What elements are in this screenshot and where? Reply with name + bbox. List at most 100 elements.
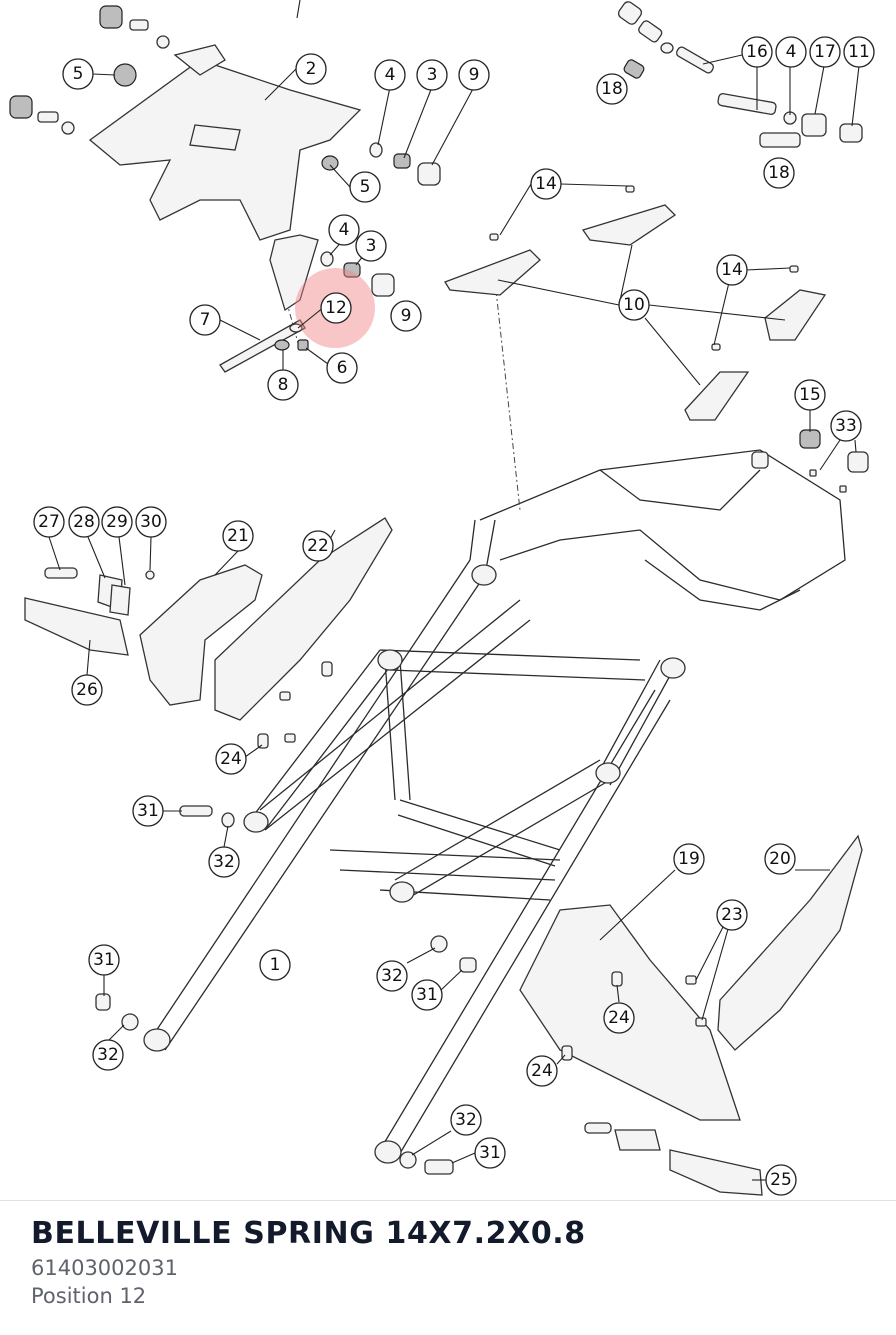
svg-text:33: 33 — [835, 416, 857, 436]
callout-1[interactable]: 1 — [259, 949, 291, 981]
callout-32[interactable]: 32 — [376, 960, 408, 992]
callout-3[interactable]: 3 — [416, 59, 448, 91]
callout-12-highlighted[interactable]: 12 — [320, 292, 352, 324]
svg-text:3: 3 — [366, 236, 377, 256]
callout-32[interactable]: 32 — [450, 1104, 482, 1136]
svg-text:31: 31 — [137, 801, 159, 821]
svg-text:9: 9 — [401, 306, 412, 326]
callout-9[interactable]: 9 — [390, 300, 422, 332]
callout-8[interactable]: 8 — [267, 369, 299, 401]
callout-4[interactable]: 4 — [775, 36, 807, 68]
callout-32[interactable]: 32 — [92, 1039, 124, 1071]
callout-6[interactable]: 6 — [326, 352, 358, 384]
svg-text:16: 16 — [746, 42, 768, 62]
svg-text:31: 31 — [479, 1143, 501, 1163]
svg-text:24: 24 — [220, 749, 242, 769]
svg-text:4: 4 — [339, 220, 350, 240]
callout-3[interactable]: 3 — [355, 230, 387, 262]
divider — [0, 1200, 896, 1201]
svg-text:8: 8 — [278, 375, 289, 395]
svg-text:19: 19 — [678, 849, 700, 869]
part-number: 61403002031 — [31, 1256, 178, 1280]
callout-22[interactable]: 22 — [302, 530, 334, 562]
callout-5[interactable]: 5 — [349, 171, 381, 203]
callout-9[interactable]: 9 — [458, 59, 490, 91]
svg-text:31: 31 — [93, 950, 115, 970]
callout-4[interactable]: 4 — [328, 214, 360, 246]
callout-31[interactable]: 31 — [411, 979, 443, 1011]
svg-text:24: 24 — [608, 1008, 630, 1028]
callout-11[interactable]: 11 — [843, 36, 875, 68]
svg-text:25: 25 — [770, 1170, 792, 1190]
callout-23[interactable]: 23 — [716, 899, 748, 931]
callout-32[interactable]: 32 — [208, 846, 240, 878]
lever-assembly — [219, 234, 319, 373]
svg-text:23: 23 — [721, 905, 743, 925]
callout-16[interactable]: 16 — [741, 36, 773, 68]
callout-21[interactable]: 21 — [222, 520, 254, 552]
upper-bracket — [88, 44, 362, 241]
callout-31[interactable]: 31 — [474, 1137, 506, 1169]
right-footrest-group — [95, 834, 863, 1196]
svg-text:5: 5 — [73, 64, 84, 84]
callout-4[interactable]: 4 — [374, 59, 406, 91]
callout-29[interactable]: 29 — [101, 506, 133, 538]
callout-24[interactable]: 24 — [603, 1002, 635, 1034]
hardware-top-left — [9, 5, 170, 135]
part-position: Position 12 — [31, 1284, 147, 1308]
svg-text:9: 9 — [469, 65, 480, 85]
svg-text:15: 15 — [799, 385, 821, 405]
callout-33[interactable]: 33 — [830, 410, 862, 442]
hardware-right-upper — [320, 142, 441, 297]
svg-text:22: 22 — [307, 536, 329, 556]
svg-text:24: 24 — [531, 1061, 553, 1081]
callout-24[interactable]: 24 — [526, 1055, 558, 1087]
hardware-15-33 — [751, 429, 869, 493]
svg-text:29: 29 — [106, 512, 128, 532]
svg-text:28: 28 — [73, 512, 95, 532]
callout-14[interactable]: 14 — [716, 254, 748, 286]
svg-text:7: 7 — [200, 310, 211, 330]
callout-27[interactable]: 27 — [33, 506, 65, 538]
svg-text:14: 14 — [535, 174, 557, 194]
svg-text:30: 30 — [140, 512, 162, 532]
svg-text:32: 32 — [455, 1110, 477, 1130]
svg-text:4: 4 — [786, 42, 797, 62]
svg-text:31: 31 — [416, 985, 438, 1005]
svg-text:26: 26 — [76, 680, 98, 700]
callout-17[interactable]: 17 — [809, 36, 841, 68]
callout-10[interactable]: 10 — [618, 289, 650, 321]
svg-text:3: 3 — [427, 65, 438, 85]
callout-30[interactable]: 30 — [135, 506, 167, 538]
leader-lines — [48, 0, 860, 1181]
callout-19[interactable]: 19 — [673, 843, 705, 875]
svg-text:32: 32 — [381, 966, 403, 986]
callout-5[interactable]: 5 — [62, 58, 94, 90]
svg-text:20: 20 — [769, 849, 791, 869]
svg-text:1: 1 — [270, 955, 281, 975]
svg-text:12: 12 — [325, 298, 347, 318]
callout-25[interactable]: 25 — [765, 1164, 797, 1196]
svg-text:27: 27 — [38, 512, 60, 532]
callout-18[interactable]: 18 — [596, 73, 628, 105]
svg-text:6: 6 — [337, 358, 348, 378]
callout-31[interactable]: 31 — [88, 944, 120, 976]
grip-pads — [444, 185, 827, 421]
callout-20[interactable]: 20 — [764, 843, 796, 875]
callouts: 1 2 3 3 4 4 4 5 5 6 7 8 9 9 10 11 12 14 … — [33, 36, 875, 1196]
exploded-parts-diagram: 1 2 3 3 4 4 4 5 5 6 7 8 9 9 10 11 12 14 … — [9, 0, 875, 1196]
svg-text:17: 17 — [814, 42, 836, 62]
callout-14[interactable]: 14 — [530, 168, 562, 200]
svg-text:14: 14 — [721, 260, 743, 280]
callout-24[interactable]: 24 — [215, 743, 247, 775]
callout-7[interactable]: 7 — [189, 304, 221, 336]
rear-frame — [143, 449, 846, 1164]
callout-26[interactable]: 26 — [71, 674, 103, 706]
part-info-panel: BELLEVILLE SPRING 14X7.2X0.8 61403002031… — [31, 1214, 586, 1310]
callout-18[interactable]: 18 — [763, 157, 795, 189]
callout-28[interactable]: 28 — [68, 506, 100, 538]
callout-15[interactable]: 15 — [794, 379, 826, 411]
callout-31[interactable]: 31 — [132, 795, 164, 827]
svg-text:21: 21 — [227, 526, 249, 546]
callout-2[interactable]: 2 — [295, 53, 327, 85]
